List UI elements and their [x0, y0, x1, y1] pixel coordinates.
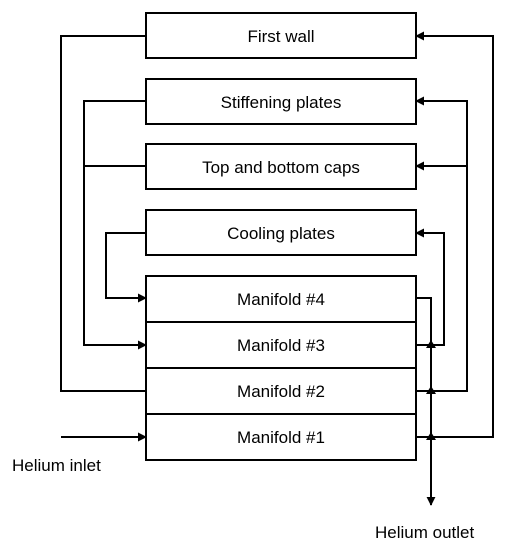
return-manifold2-to-stiffening: [415, 96, 468, 392]
return-manifold1-to-first-wall: [415, 31, 494, 438]
manifold-1-label: Manifold #1: [237, 428, 325, 447]
manifold-3-label: Manifold #3: [237, 336, 325, 355]
box-first-wall: First wall: [145, 12, 417, 59]
loop-manifold2-to-first-wall: [60, 35, 146, 392]
box-cooling-plates: Cooling plates: [145, 209, 417, 256]
cooling-plates-label: Cooling plates: [227, 224, 335, 243]
outlet-pipe: [416, 297, 436, 506]
box-stiffening-plates: Stiffening plates: [145, 78, 417, 125]
outlet-crossings: [426, 340, 436, 440]
manifold-4-label: Manifold #4: [237, 290, 325, 309]
box-top-bottom-caps: Top and bottom caps: [145, 143, 417, 190]
loop-cooling-to-manifold4: [105, 232, 147, 303]
manifold-2-label: Manifold #2: [237, 382, 325, 401]
first-wall-label: First wall: [247, 27, 314, 46]
helium-inlet-label: Helium inlet: [12, 456, 101, 475]
stiffening-plates-label: Stiffening plates: [221, 93, 342, 112]
helium-outlet-label: Helium outlet: [375, 523, 474, 542]
caps-label: Top and bottom caps: [202, 158, 360, 177]
loop-manifold3-to-stiffening: [83, 100, 147, 350]
manifold-stack: Manifold #4 Manifold #3 Manifold #2 Mani…: [145, 275, 417, 461]
